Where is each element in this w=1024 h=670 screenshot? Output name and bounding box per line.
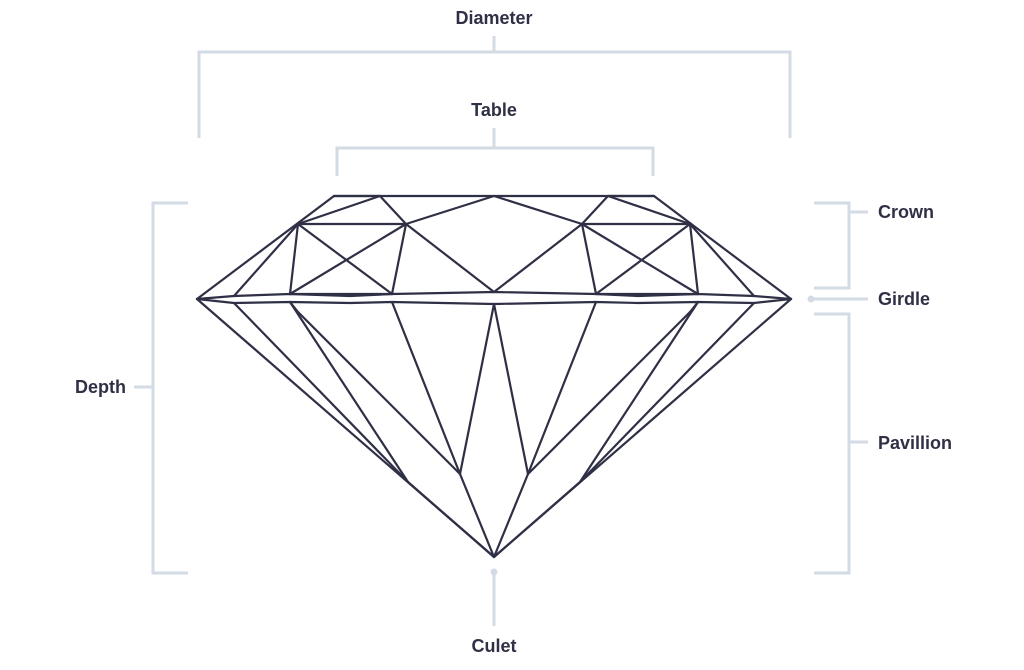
diameter-label: Diameter bbox=[455, 8, 532, 28]
crown-bracket bbox=[814, 201, 868, 290]
diamond-illustration bbox=[195, 194, 793, 559]
pavillion-label: Pavillion bbox=[878, 433, 952, 453]
diameter-bracket bbox=[197, 36, 792, 138]
culet-pointer-dot bbox=[490, 568, 498, 576]
girdle-label: Girdle bbox=[878, 289, 930, 309]
crown-label: Crown bbox=[878, 202, 934, 222]
table-label: Table bbox=[471, 100, 517, 120]
pavillion-bracket bbox=[814, 312, 868, 575]
table-bracket bbox=[335, 128, 655, 176]
culet-label: Culet bbox=[472, 636, 517, 656]
girdle-pointer-dot bbox=[807, 295, 815, 303]
depth-bracket bbox=[134, 201, 188, 575]
depth-label: Depth bbox=[75, 377, 126, 397]
